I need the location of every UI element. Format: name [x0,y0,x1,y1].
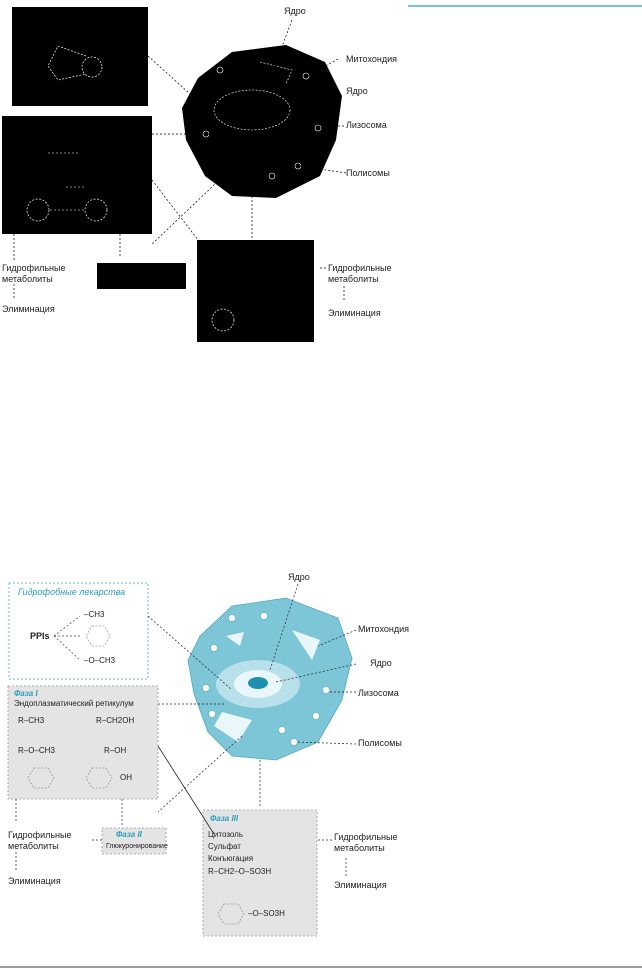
phase3-line-conjugation: Конъюгация [208,854,254,863]
phase2-subtitle: Глюкуронирование [106,843,168,850]
top-label-metabolites-right: метаболиты [328,274,379,284]
bottom-label-nucleus-right: Ядро [370,658,392,668]
bottom-label-hydrophilic-right: Гидрофильные [334,832,398,842]
phase3-line-sulfate: Сульфат [208,842,241,851]
top-label-nucleus: Ядро [284,6,306,16]
phase1-ring-oh: OH [120,773,132,782]
phase1-reaction1-to: R–CH2OH [96,716,135,725]
top-label-elimination-right: Элиминация [328,308,381,318]
top-label-hydrophilic-right: Гидрофильные [328,263,392,273]
bottom-label-elimination-left: Элиминация [8,876,61,886]
bottom-label-mitochondria: Митохондия [358,624,409,634]
bottom-label-elimination-right: Элиминация [334,880,387,890]
top-label-elimination-left: Элиминация [2,304,55,314]
top-diagram-graphics [2,5,642,342]
top-label-polysomes: Полисомы [346,168,390,178]
phase1-reaction2-from: R–O–CH3 [18,746,55,755]
phase1-reaction2-to: R–OH [104,746,127,755]
bottom-label-lysosome: Лизосома [358,688,399,698]
phase2-title: Фаза II [116,830,142,839]
top-label-mitochondria: Митохондия [346,54,397,64]
ppis-label: PPIs [30,631,50,641]
phase3-formula1: R–CH2–O–SO3H [208,867,272,876]
bottom-label-polysomes: Полисомы [358,738,402,748]
bottom-label-metabolites-left: метаболиты [8,841,59,851]
phase3-formula2: –O–SO3H [248,909,285,918]
phase3-title: Фаза III [210,814,239,823]
phase1-title: Фаза I [14,689,38,698]
bottom-label-hydrophilic-left: Гидрофильные [8,830,72,840]
top-label-lysosome: Лизосома [346,120,387,130]
bottom-label-metabolites-right: метаболиты [334,843,385,853]
top-label-nucleus-right: Ядро [346,86,368,96]
bottom-label-nucleus: Ядро [288,572,310,582]
phase3-line-cytosol: Цитозоль [208,830,244,839]
phase1-subtitle: Эндоплазматический ретикулум [14,699,134,708]
top-label-hydrophilic-left: Гидрофильные [2,263,66,273]
phase1-reaction1-from: R–CH3 [18,716,45,725]
top-label-metabolites-left: метаболиты [2,274,53,284]
group-och3: –O–CH3 [84,656,116,665]
group-ch3: –CH3 [84,610,105,619]
hydrophobic-title: Гидрофобные лекарства [18,587,126,597]
